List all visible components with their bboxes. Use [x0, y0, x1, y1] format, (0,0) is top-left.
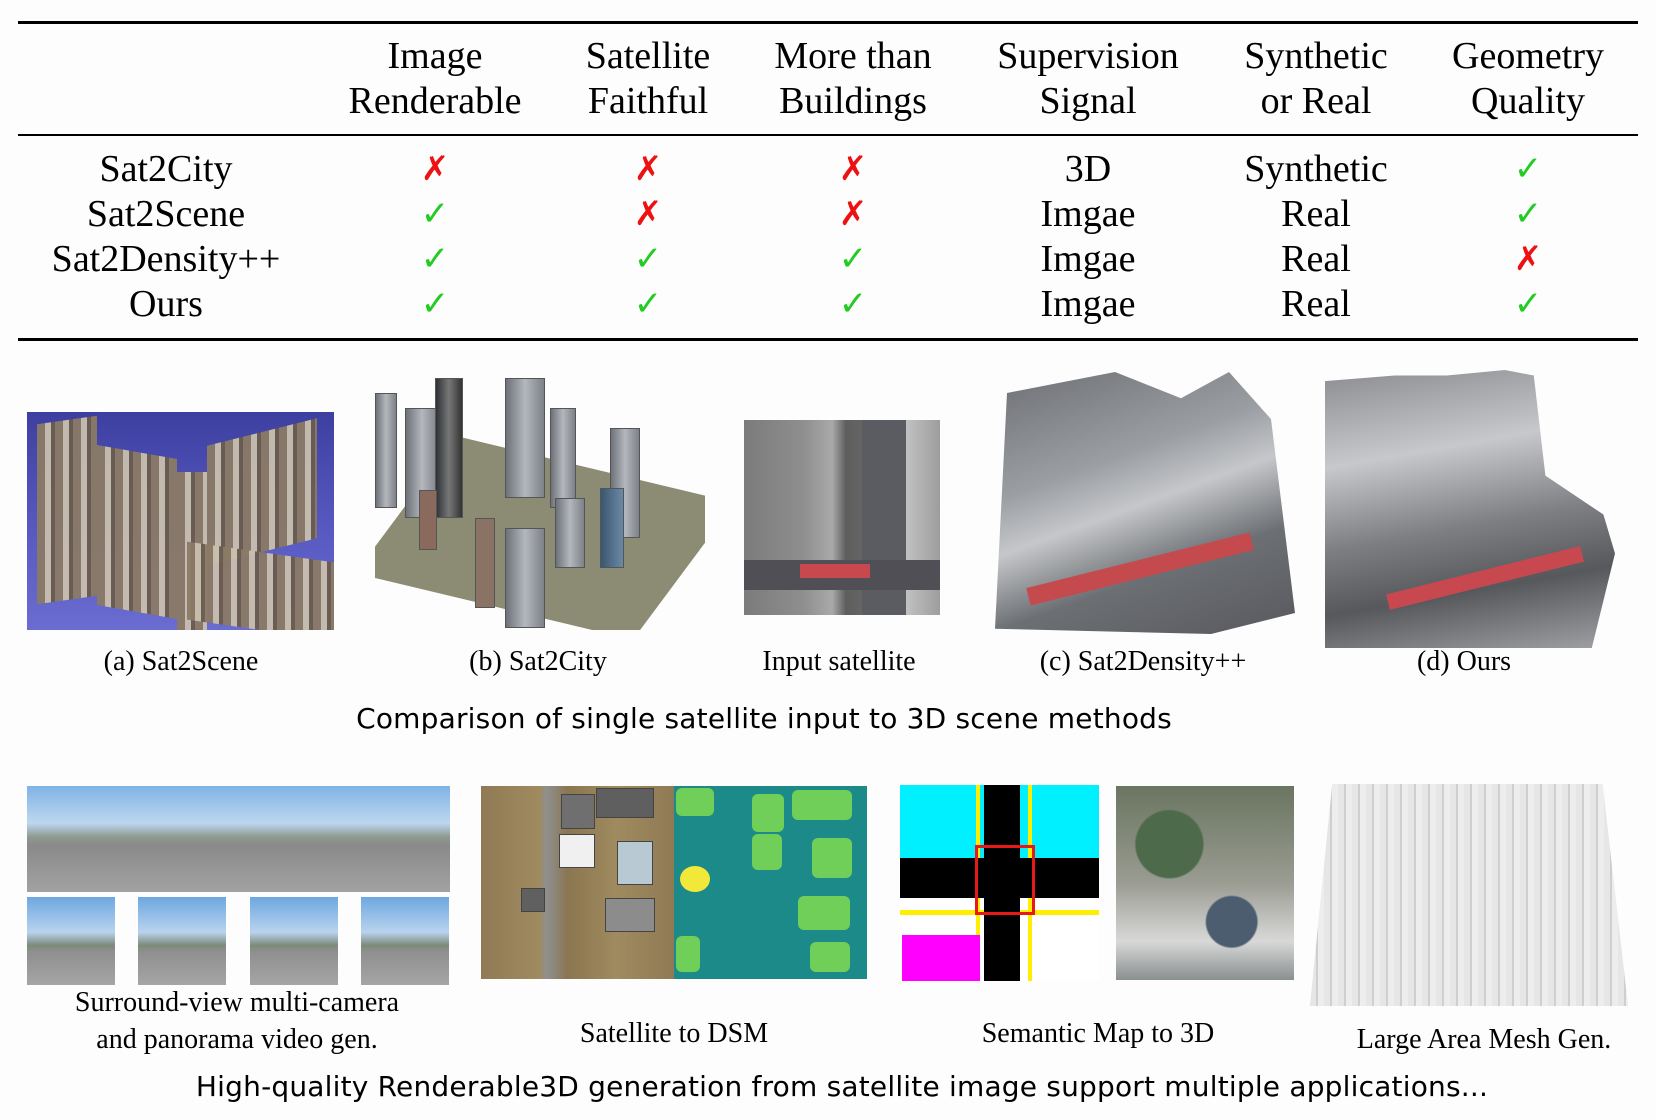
selection-box [975, 845, 1035, 915]
cross-icon: ✗ [633, 194, 663, 234]
camera-view-1 [27, 897, 115, 985]
column-header-supervision-signal: Supervision Signal [997, 35, 1179, 122]
table-header-rule [18, 134, 1638, 136]
table-top-rule [18, 21, 1638, 24]
caption-mesh: Large Area Mesh Gen. [1356, 1024, 1612, 1055]
check-icon: ✓ [838, 284, 868, 324]
column-header-more-than-buildings: More than Buildings [774, 35, 932, 122]
method-name: Sat2Density++ [51, 238, 281, 280]
check-icon: ✓ [420, 284, 450, 324]
semantic-map [900, 785, 1099, 981]
check-icon: ✓ [1513, 284, 1543, 324]
cross-icon: ✗ [1513, 239, 1543, 279]
supervision-signal: Imgae [1040, 238, 1136, 280]
caption-semantic: Semantic Map to 3D [981, 1018, 1215, 1049]
check-icon: ✓ [633, 239, 663, 279]
sat2scene-render [27, 412, 334, 630]
cross-icon: ✗ [420, 149, 450, 189]
column-header-synthetic-or-real: Synthetic or Real [1244, 35, 1388, 122]
ours-render [1325, 370, 1615, 648]
sat2city-render [375, 378, 705, 630]
caption-sat2scene: (a) Sat2Scene [103, 646, 259, 677]
synthetic-or-real: Real [1281, 283, 1351, 325]
method-name: Ours [129, 283, 203, 325]
dsm-heightmap [674, 786, 867, 979]
large-area-mesh [1310, 784, 1628, 1006]
caption-surround-line1: Surround-view multi-camera [74, 987, 400, 1018]
camera-view-3 [250, 897, 338, 985]
comparison-headline: Comparison of single satellite input to … [356, 702, 1172, 735]
check-icon: ✓ [1513, 194, 1543, 234]
caption-surround-line2: and panorama video gen. [96, 1024, 378, 1055]
cross-icon: ✗ [838, 194, 868, 234]
input-satellite-image [744, 420, 940, 615]
check-icon: ✓ [420, 194, 450, 234]
check-icon: ✓ [633, 284, 663, 324]
applications-headline: High-quality Renderable3D generation fro… [195, 1070, 1489, 1103]
column-header-image-renderable: Image Renderable [348, 35, 522, 122]
panorama-image [27, 786, 450, 892]
column-header-geometry-quality: Geometry Quality [1452, 35, 1604, 122]
dsm-satellite-image [481, 786, 674, 979]
caption-sat2city: (b) Sat2City [469, 646, 607, 677]
caption-dsm: Satellite to DSM [579, 1018, 769, 1049]
cross-icon: ✗ [838, 149, 868, 189]
check-icon: ✓ [1513, 149, 1543, 189]
method-name: Sat2City [99, 148, 233, 190]
camera-view-2 [138, 897, 226, 985]
caption-ours: (d) Ours [1416, 646, 1512, 677]
supervision-signal: 3D [1064, 148, 1112, 190]
cross-icon: ✗ [633, 149, 663, 189]
synthetic-or-real: Real [1281, 238, 1351, 280]
check-icon: ✓ [838, 239, 868, 279]
sat2density-render [995, 372, 1295, 634]
table-bottom-rule [18, 338, 1638, 341]
synthetic-or-real: Real [1281, 193, 1351, 235]
column-header-satellite-faithful: Satellite Faithful [585, 35, 711, 122]
supervision-signal: Imgae [1040, 283, 1136, 325]
synthetic-or-real: Synthetic [1244, 148, 1388, 190]
camera-view-4 [361, 897, 449, 985]
caption-sat2density: (c) Sat2Density++ [1039, 646, 1247, 677]
semantic-3d-render [1116, 786, 1294, 980]
supervision-signal: Imgae [1040, 193, 1136, 235]
caption-input-satellite: Input satellite [762, 646, 916, 677]
method-name: Sat2Scene [86, 193, 246, 235]
check-icon: ✓ [420, 239, 450, 279]
